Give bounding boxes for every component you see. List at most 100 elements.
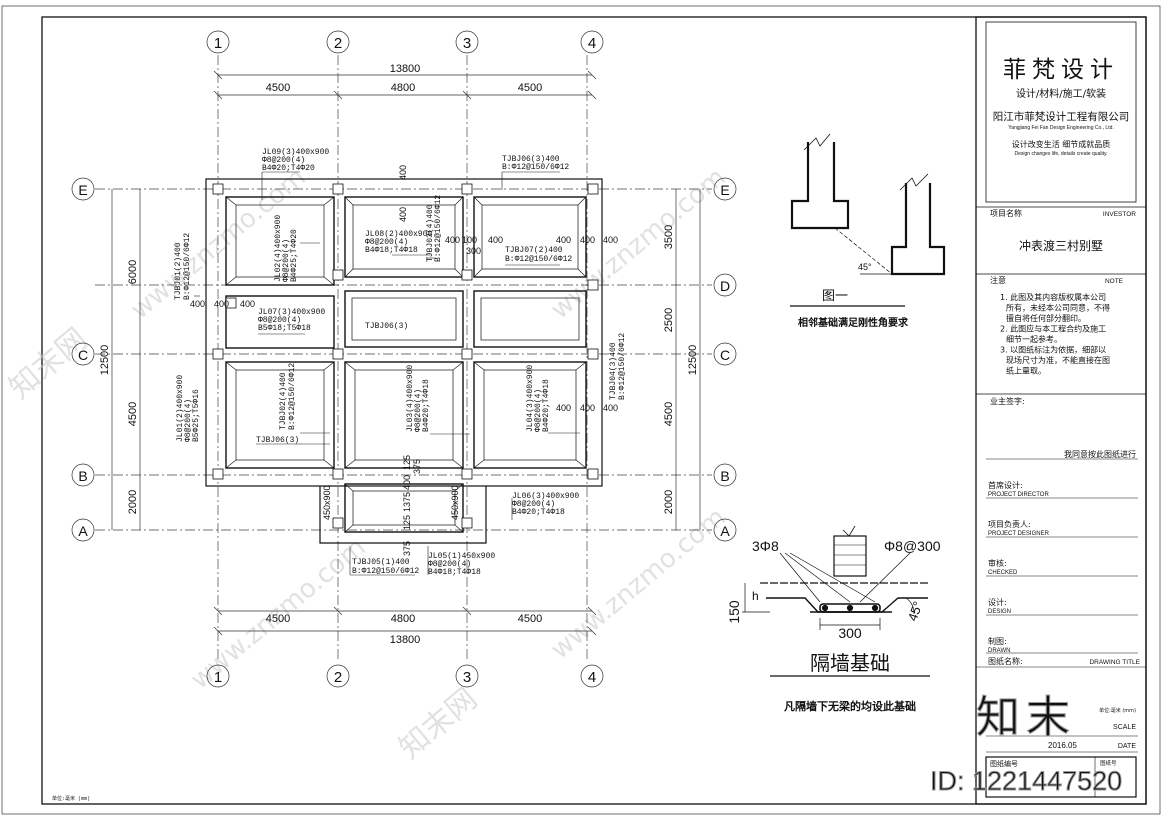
note-line: 1. 此图及其内容版权属本公司 <box>1000 292 1106 302</box>
axis-bubble-bottom-2 <box>326 664 350 688</box>
director-label-en: PROJECT DIRECTOR <box>988 492 1049 498</box>
beam-label-jl02: JL02(4)400x900 <box>274 215 283 282</box>
director-label: 首席设计: <box>988 480 1023 490</box>
beam-label-jl04: B4Φ20;T4Φ18 <box>542 379 551 432</box>
company-slogan-en: Design changes life, details create qual… <box>1014 151 1107 157</box>
axis-label-1: 1 <box>214 669 222 686</box>
axis-label-B: B <box>78 468 87 484</box>
dim-bottom-span-3: 4500 <box>518 613 542 625</box>
dim-top-span-1: 4500 <box>266 82 290 94</box>
notes-label-en: NOTE <box>1105 278 1124 285</box>
dim-400: 400 <box>556 403 571 413</box>
beam-label-jl04: Φ8@200(4) <box>534 389 543 432</box>
beam-label-jl02: Φ8@200(4) <box>282 239 291 282</box>
leader-lines <box>194 171 580 576</box>
beam-label-tjbj01: B:Φ12@150/6Φ12 <box>183 233 192 300</box>
scale-unit: 单位:毫米 (mm) <box>1099 707 1136 714</box>
dim-right-span-3: 4500 <box>663 402 675 426</box>
dim-right-span-4: 2000 <box>663 490 675 514</box>
sheet-number-label: 图纸号 <box>1100 759 1117 767</box>
design-label: 设计: <box>988 597 1007 607</box>
dim-400: 400 <box>556 235 571 245</box>
axis-label-B: B <box>720 468 729 484</box>
drawing-title-label: 图纸名称: <box>988 656 1023 666</box>
checked-label: 审核: <box>988 558 1007 568</box>
note-line: 擅自将任何部分翻印。 <box>1006 313 1086 323</box>
watermark-site: www.znzmo.com <box>545 162 731 325</box>
dim-300: 300 <box>466 246 481 256</box>
dim-450x900-vertical: 450x900 <box>450 485 460 520</box>
beam-label-tjbj03: TJBJ03(4)400 <box>426 204 435 262</box>
dim-125-vertical: 125 <box>402 455 412 470</box>
dim-400-vertical: 400 <box>402 475 412 490</box>
detail2-h: h <box>752 589 759 603</box>
dim-100: 100 <box>462 235 477 245</box>
dim-400-vertical: 400 <box>398 207 408 222</box>
drawn-label-en: DRAWN <box>988 648 1010 654</box>
dim-left-span-2: 4500 <box>127 402 139 426</box>
axis-label-3: 3 <box>463 669 471 686</box>
date-value: 2016.05 <box>1048 741 1077 750</box>
detail-partition-footing <box>742 525 930 677</box>
beam-label-jl06: B4Φ20;T4Φ18 <box>512 508 565 517</box>
beam-label-jl05: B4Φ18;T4Φ18 <box>428 568 481 577</box>
beam-label-jl01: JL01(2)400x900 <box>176 375 185 442</box>
dim-400-vertical: 400 <box>398 165 408 180</box>
dimension-lines <box>111 70 701 636</box>
dim-bottom-span-1: 4500 <box>266 613 290 625</box>
beam-label-jl01: B5Φ25;T5Φ16 <box>192 389 201 442</box>
dim-400: 400 <box>214 299 229 309</box>
beam-label-tjbj02: TJBJ02(4)400 <box>279 372 288 430</box>
detail1-caption: 相邻基础满足刚性角要求 <box>798 316 909 329</box>
design-label-en: DESIGN <box>988 609 1011 615</box>
designer-label: 项目负责人: <box>988 519 1031 529</box>
axis-label-E: E <box>720 182 729 198</box>
project-name-label: 项目名称 <box>990 208 1022 218</box>
axis-label-C: C <box>720 347 730 363</box>
note-line: 细节一起参考。 <box>1006 334 1062 344</box>
beam-label-tjbj04: B:Φ12@150/6Φ12 <box>618 333 627 400</box>
detail2-title: 隔墙基础 <box>810 651 890 675</box>
detail2-height: 150 <box>726 600 742 624</box>
beam-label-jl03: JL03(4)400x900 <box>406 365 415 432</box>
beam-label-tjbj05: B:Φ12@150/6Φ12 <box>352 567 419 576</box>
title-block <box>975 16 1147 805</box>
dim-400: 400 <box>580 235 595 245</box>
beam-label-jl04: JL04(3)400x900 <box>526 365 535 432</box>
beam-annotations: JL09(3)400x900 Φ8@200(4) B4Φ20;T4Φ20 TJB… <box>174 148 627 577</box>
id-watermark: ID: 1221447520 <box>930 766 1122 796</box>
note-line: 2. 此图应与本工程合约及施工 <box>1000 324 1106 334</box>
company-logo-text: 菲梵设计 <box>1003 57 1119 83</box>
small-dims: 400 400 400 400 400 400 400 400 400 400 … <box>190 165 618 556</box>
axis-label-2: 2 <box>334 669 342 686</box>
project-name: 冲表渡三村别墅 <box>1019 238 1103 253</box>
beam-label-jl07: B5Φ18;T5Φ18 <box>258 324 311 333</box>
axis-bubble-bottom-4 <box>580 664 604 688</box>
beam-label-tjbj07: TJBJ07(2)400 <box>505 246 563 255</box>
dim-375-vertical: 375 <box>412 459 422 474</box>
watermark-site: www.znzmo.com <box>545 502 731 665</box>
axis-bubble-bottom-1 <box>206 664 230 688</box>
detail1-angle: 45° <box>858 262 872 272</box>
detail2-note: 凡隔墙下无梁的均设此基础 <box>784 699 916 713</box>
owner-sign-label: 业主签字: <box>990 396 1025 406</box>
beam-label-jl06: JL06(3)400x900 <box>512 492 579 501</box>
company-english-name: Yangjiang Fei Fan Design Engineering Co.… <box>1008 125 1114 131</box>
beam-label-tjbj05: TJBJ05(1)400 <box>352 558 410 567</box>
dim-left-span-3: 2000 <box>127 490 139 514</box>
dim-450x900-vertical: 450x900 <box>322 485 332 520</box>
dim-400: 400 <box>603 235 618 245</box>
dim-right-span-2: 2500 <box>663 308 675 332</box>
beam-label-tjbj06: TJBJ06(3)400 <box>502 155 560 164</box>
company-services: 设计/材料/施工/软装 <box>1016 87 1106 100</box>
dim-top-total: 13800 <box>390 63 421 75</box>
notes-label: 注意 <box>990 275 1006 285</box>
axis-label-1: 1 <box>214 35 222 52</box>
detail2-angle: 45° <box>905 599 926 623</box>
dim-top-span-2: 4800 <box>391 82 415 94</box>
dim-400: 400 <box>240 299 255 309</box>
beam-label-jl09: B4Φ20;T4Φ20 <box>262 164 315 173</box>
dim-400: 400 <box>580 403 595 413</box>
axis-label-A: A <box>78 523 88 539</box>
